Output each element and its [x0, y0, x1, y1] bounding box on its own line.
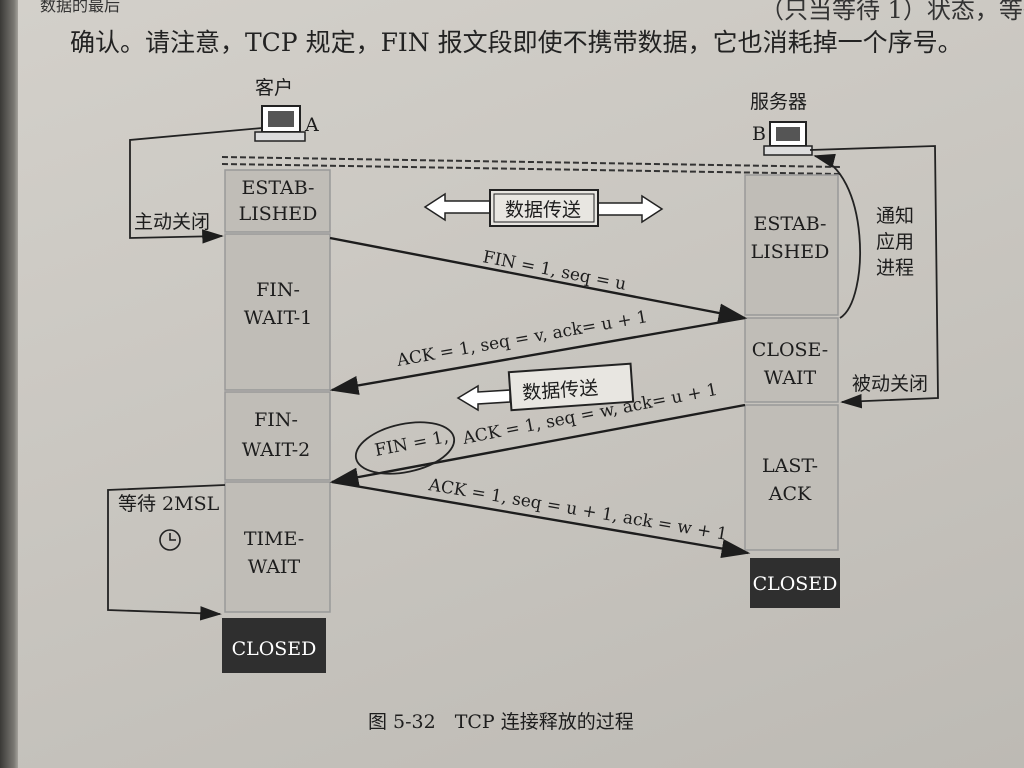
client-state-fin-wait-1: FIN-WAIT-1: [244, 279, 313, 329]
book-spine-shadow: [0, 0, 20, 768]
data-transfer-label-2: 数据传送: [522, 377, 599, 404]
final-ack-arrow: [331, 480, 751, 559]
top-fragment-text: 数据的最后: [40, 0, 121, 15]
server-state-close-wait: CLOSE-WAIT: [752, 339, 828, 389]
client-closed-box: [222, 618, 326, 673]
fin-message-arrow: [329, 236, 748, 323]
server-state-column: [744, 174, 839, 551]
notify-app-label: 通知应用进程: [876, 205, 914, 279]
ack-message-label: ACK = 1, seq = v, ack= u + 1: [394, 307, 649, 371]
notify-app-arrow: [813, 153, 861, 319]
data-transfer-label-1: 数据传送: [505, 199, 581, 221]
fin-message-label: FIN = 1, seq = u: [481, 247, 628, 294]
active-close-arrow: [129, 127, 263, 244]
final-ack-label: ACK = 1, seq = u + 1, ack = w + 1: [426, 475, 729, 545]
client-state-fin-wait-2: FIN-WAIT-2: [242, 409, 311, 461]
server-letter: B: [752, 123, 766, 145]
connection-line-top: [221, 156, 841, 168]
server-label: 服务器: [750, 91, 807, 113]
ack-message-arrow: [329, 316, 746, 395]
data-transfer-arrow-2: [456, 362, 635, 412]
client-state-column: [224, 169, 331, 613]
clock-icon: [159, 529, 181, 551]
wait-2msl-label: 等待 2MSL: [118, 493, 220, 515]
client-computer-icon: [254, 105, 306, 142]
server-closed-box: [750, 558, 840, 608]
fin-ack-message-arrow: [329, 403, 746, 487]
client-state-time-wait: TIME-WAIT: [244, 528, 304, 578]
data-transfer-arrow-1: [423, 189, 664, 227]
handwritten-circle: [354, 421, 456, 475]
passive-close-label: 被动关闭: [852, 373, 928, 395]
wait-2msl-arrow: [107, 484, 226, 621]
passive-close-arrow: [809, 145, 939, 409]
active-close-label: 主动关闭: [134, 211, 210, 233]
body-text: 确认。请注意，TCP 规定，FIN 报文段即使不携带数据，它也消耗掉一个序号。: [70, 28, 963, 57]
server-state-last-ack: LAST-ACK: [762, 455, 818, 505]
client-state-closed: CLOSED: [232, 638, 317, 660]
figure-caption: 图 5-32 TCP 连接释放的过程: [368, 711, 634, 733]
top-right-fragment-text: （只当等待 1）状态，等待 B: [760, 0, 1024, 24]
connection-line-bottom: [221, 163, 841, 175]
fin-flag-label: FIN = 1,: [373, 427, 450, 461]
client-state-established: ESTAB-LISHED: [239, 177, 318, 225]
server-state-closed: CLOSED: [753, 573, 838, 595]
client-letter: A: [304, 114, 319, 136]
server-state-established: ESTAB-LISHED: [751, 213, 830, 263]
client-label: 客户: [255, 77, 293, 99]
server-computer-icon: [763, 121, 813, 156]
